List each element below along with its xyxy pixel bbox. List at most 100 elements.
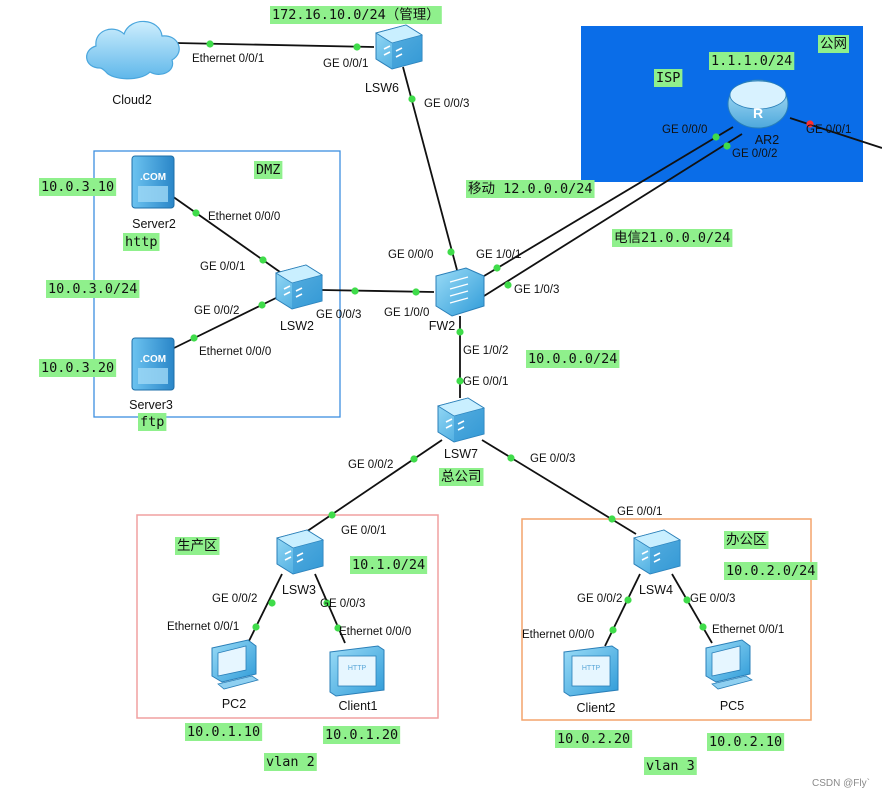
client1-device[interactable]: HTTP Client1 xyxy=(329,645,385,713)
firewall-icon xyxy=(435,267,485,317)
ar2-device[interactable]: R AR2 xyxy=(727,79,789,147)
annotation-highlight xyxy=(555,730,633,748)
telecom-link-note: 电信21.0.0.0/24 xyxy=(612,229,733,247)
pc2-device[interactable]: PC2 xyxy=(211,639,259,711)
port-dot xyxy=(507,454,515,462)
annotation-highlight xyxy=(612,229,733,247)
lsw3-g2-label: GE 0/0/2 xyxy=(212,593,257,605)
link-fw2-ar2-mobile xyxy=(483,126,734,277)
mobile-link-note: 移动 12.0.0.0/24 xyxy=(466,180,595,198)
vlan2-note: vlan 2 xyxy=(264,753,317,771)
fw-lsw7-net-text: 10.0.0.0/24 xyxy=(528,351,617,367)
ar2-g1-label: GE 0/0/1 xyxy=(806,124,851,136)
ar2-g2-label: GE 0/0/2 xyxy=(732,148,777,160)
office-net-text: 10.0.2.0/24 xyxy=(726,563,815,579)
production-zone-title: 生产区 xyxy=(175,537,220,555)
lsw2-device[interactable]: LSW2 xyxy=(275,264,323,333)
port-dot xyxy=(412,288,420,296)
lsw4-device[interactable]: LSW4 xyxy=(633,529,681,597)
firewall-brick-lines xyxy=(449,276,469,304)
lsw4-g3-label: GE 0/0/3 xyxy=(690,593,735,605)
port-dot-down xyxy=(806,120,814,128)
annotation-highlight xyxy=(39,359,117,377)
lsw6-device[interactable]: LSW6 xyxy=(365,24,423,95)
port-dot xyxy=(493,264,501,272)
lsw7-g3-label: GE 0/0/3 xyxy=(530,453,575,465)
annotations: 172.16.10.0/24（管理） 1.1.1.0/24 公网 ISP 移动 … xyxy=(39,6,849,775)
fw2-device[interactable]: FW2 xyxy=(429,267,485,333)
cloud2-device[interactable]: Cloud2 xyxy=(86,20,180,107)
client2-label: Client2 xyxy=(577,701,616,715)
pc2-ip-text: 10.0.1.10 xyxy=(187,724,260,740)
port-dot xyxy=(456,377,464,385)
annotation-highlight xyxy=(123,233,160,251)
link-lsw4-pc5 xyxy=(671,573,713,644)
switch-icon xyxy=(275,264,323,310)
router-r-glyph: R xyxy=(753,105,763,121)
client1-label: Client1 xyxy=(339,699,378,713)
isp-zone-label: ISP xyxy=(654,69,683,87)
annotation-highlight xyxy=(724,562,818,580)
client2-ip-note: 10.0.2.20 xyxy=(555,730,633,748)
server3-ip-text: 10.0.3.20 xyxy=(41,360,114,376)
router-top xyxy=(729,80,787,110)
server3-label: Server3 xyxy=(129,398,173,412)
cloud-icon xyxy=(86,20,180,80)
pc5-device[interactable]: PC5 xyxy=(705,639,753,713)
port-dot xyxy=(190,334,198,342)
office-net-note: 10.0.2.0/24 xyxy=(724,562,818,580)
annotation-highlight xyxy=(818,35,849,53)
annotation-highlight xyxy=(724,531,769,549)
link-lsw3-pc2 xyxy=(247,573,283,644)
lsw6-g3-label: GE 0/0/3 xyxy=(424,98,469,110)
pc5-ip-text: 10.0.2.10 xyxy=(709,734,782,750)
pc5-label: PC5 xyxy=(720,699,744,713)
annotation-highlight xyxy=(185,723,263,741)
server3-device[interactable]: .COM Server3 xyxy=(129,337,175,412)
lsw7-g1-label: GE 0/0/1 xyxy=(463,376,508,388)
client2-device[interactable]: HTTP Client2 xyxy=(563,645,619,715)
http-badge: HTTP xyxy=(348,665,367,672)
port-labels: Ethernet 0/0/1 GE 0/0/1 GE 0/0/3 GE 0/0/… xyxy=(167,53,851,641)
server2-device[interactable]: .COM Server2 xyxy=(131,155,176,231)
isp-zone-label-text: ISP xyxy=(656,70,680,86)
ar2-label: AR2 xyxy=(755,133,779,147)
pc2-ip-note: 10.0.1.10 xyxy=(185,723,263,741)
lsw7-device[interactable]: LSW7 xyxy=(437,397,485,461)
ar2-g0-label: GE 0/0/0 xyxy=(662,124,707,136)
annotation-highlight xyxy=(138,413,167,431)
lsw3-g1-label: GE 0/0/1 xyxy=(341,525,386,537)
mgmt-note: 172.16.10.0/24（管理） xyxy=(270,6,442,24)
cloud2-label: Cloud2 xyxy=(112,93,152,107)
server-slot xyxy=(138,368,168,384)
public-net-note: 1.1.1.0/24 xyxy=(709,52,795,70)
vlan2-text: vlan 2 xyxy=(266,754,315,770)
port-dot xyxy=(268,599,276,607)
dmz-net-text: 10.0.3.0/24 xyxy=(48,281,137,297)
annotation-highlight xyxy=(654,69,683,87)
lsw6-g1-label: GE 0/0/1 xyxy=(323,58,368,70)
lsw3-g3-label: GE 0/0/3 xyxy=(320,598,365,610)
pc5-ip-note: 10.0.2.10 xyxy=(707,733,785,751)
annotation-highlight xyxy=(466,180,595,198)
server2-ip-text: 10.0.3.10 xyxy=(41,179,114,195)
port-dot xyxy=(408,95,416,103)
annotation-highlight xyxy=(264,753,317,771)
client1-ip-note: 10.0.1.20 xyxy=(323,726,401,744)
vlan3-note: vlan 3 xyxy=(644,757,697,775)
port-dot xyxy=(192,209,200,217)
client2-ip-text: 10.0.2.20 xyxy=(557,731,630,747)
port-dot xyxy=(259,256,267,264)
server2-service-text: http xyxy=(125,234,158,250)
port-dot xyxy=(608,515,616,523)
port-dot xyxy=(624,596,632,604)
fw2-g102-label: GE 1/0/2 xyxy=(463,345,508,357)
lsw3-device[interactable]: LSW3 xyxy=(276,529,324,597)
fw2-g101-label: GE 1/0/1 xyxy=(476,249,521,261)
pc5-eth-label: Ethernet 0/0/1 xyxy=(712,624,784,636)
port-dot xyxy=(206,40,214,48)
lsw4-label: LSW4 xyxy=(639,583,673,597)
port-dots xyxy=(190,40,731,634)
switch-icon xyxy=(276,529,324,575)
fw2-g000-label: GE 0/0/0 xyxy=(388,249,433,261)
